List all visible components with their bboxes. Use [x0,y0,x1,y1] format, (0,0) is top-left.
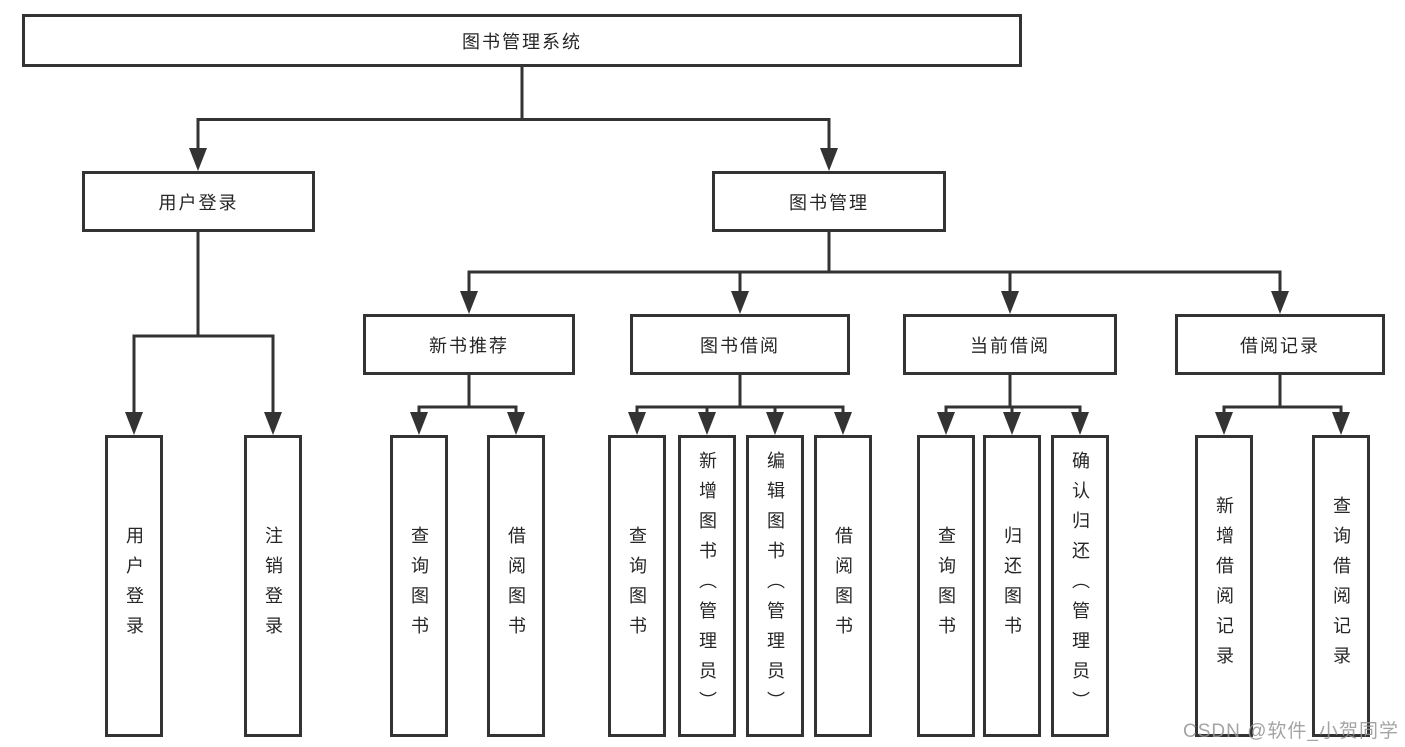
leaf-borrow-add-admin: 新增图书（管理员） [678,435,736,737]
arrowhead-icons [125,148,1350,435]
leaf-current-return-label: 归还图书 [1002,526,1022,646]
leaf-newbooks-query: 查询图书 [390,435,448,737]
leaf-newbooks-borrow: 借阅图书 [487,435,545,737]
leaf-borrow-query-label: 查询图书 [627,526,647,646]
leaf-current-confirm-admin-label: 确认归还（管理员） [1070,451,1090,721]
leaf-current-query: 查询图书 [917,435,975,737]
leaf-records-add: 新增借阅记录 [1195,435,1253,737]
leaf-logout-label: 注销登录 [263,526,283,646]
leaf-borrow-edit-admin-label: 编辑图书（管理员） [765,451,785,721]
node-current-borrow: 当前借阅 [903,314,1117,375]
leaf-borrow-book: 借阅图书 [814,435,872,737]
node-new-book-recommend-label: 新书推荐 [429,335,509,356]
leaf-borrow-add-admin-label: 新增图书（管理员） [697,451,717,721]
node-user-login-branch-label: 用户登录 [158,192,239,213]
leaf-records-query: 查询借阅记录 [1312,435,1370,737]
node-root-label: 图书管理系统 [462,31,582,52]
leaf-borrow-book-label: 借阅图书 [833,526,853,646]
node-borrow-records-label: 借阅记录 [1240,335,1320,356]
leaf-newbooks-query-label: 查询图书 [409,526,429,646]
leaf-borrow-edit-admin: 编辑图书（管理员） [746,435,804,737]
leaf-current-query-label: 查询图书 [936,526,956,646]
node-borrow-records: 借阅记录 [1175,314,1385,375]
node-book-management-branch: 图书管理 [712,171,946,232]
node-user-login-branch: 用户登录 [82,171,315,232]
leaf-records-add-label: 新增借阅记录 [1214,496,1234,676]
node-root: 图书管理系统 [22,14,1022,67]
leaf-newbooks-borrow-label: 借阅图书 [506,526,526,646]
leaf-user-login: 用户登录 [105,435,163,737]
leaf-current-confirm-admin: 确认归还（管理员） [1051,435,1109,737]
node-book-management-branch-label: 图书管理 [789,192,869,213]
leaf-borrow-query: 查询图书 [608,435,666,737]
node-current-borrow-label: 当前借阅 [970,335,1050,356]
leaf-user-login-label: 用户登录 [124,526,144,646]
leaf-current-return: 归还图书 [983,435,1041,737]
node-new-book-recommend: 新书推荐 [363,314,575,375]
node-book-borrow: 图书借阅 [630,314,850,375]
leaf-records-query-label: 查询借阅记录 [1331,496,1351,676]
node-book-borrow-label: 图书借阅 [700,335,780,356]
leaf-logout: 注销登录 [244,435,302,737]
